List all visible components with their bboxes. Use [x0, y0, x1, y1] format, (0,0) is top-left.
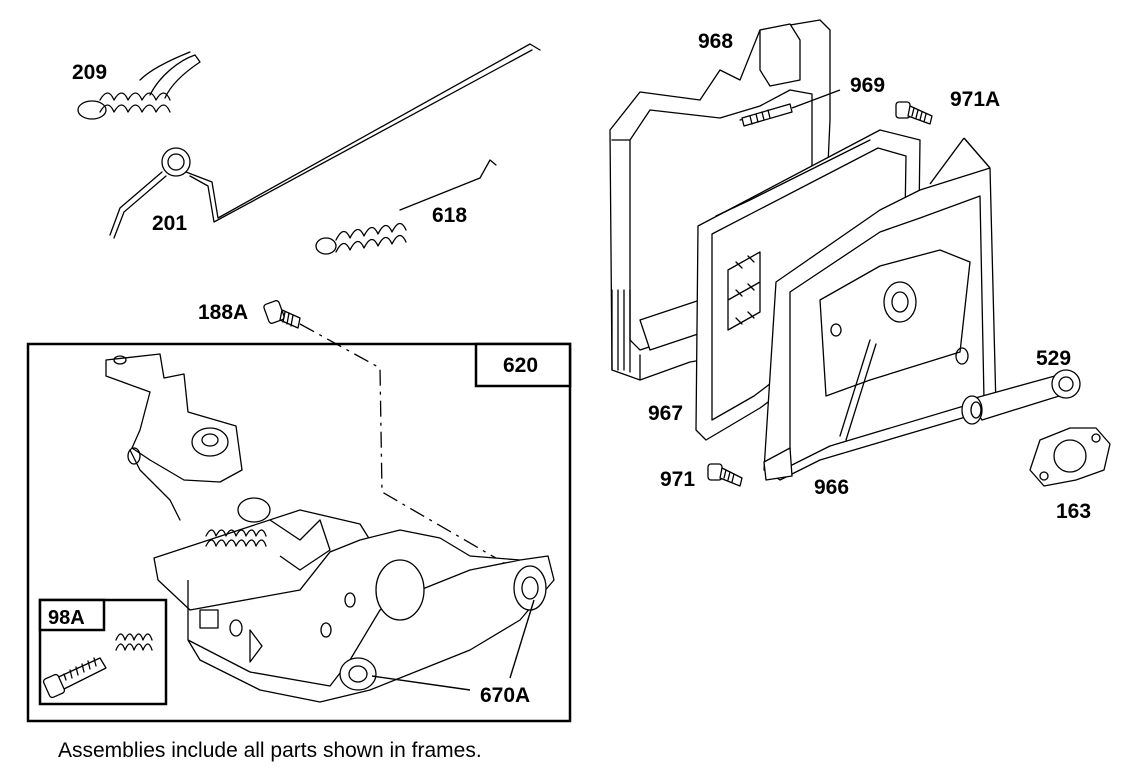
screw-188A [263, 300, 301, 329]
label-968: 968 [698, 30, 733, 53]
leader-969 [791, 89, 841, 109]
leader-670A-b [371, 675, 471, 691]
label-529: 529 [1036, 347, 1071, 370]
label-188A: 188A [198, 301, 248, 324]
frame-98A-tag [38, 598, 106, 632]
rod-201 [109, 43, 541, 239]
gasket-163 [1029, 427, 1111, 487]
stud-969 [741, 103, 793, 127]
footnote: Assemblies include all parts shown in fr… [58, 739, 482, 762]
label-98A: 98A [48, 607, 85, 629]
screw-971 [707, 463, 743, 487]
screw-and-spring-98A [42, 633, 153, 699]
spring-209 [77, 51, 201, 120]
label-163: 163 [1056, 500, 1091, 523]
label-971: 971 [660, 468, 695, 491]
label-967: 967 [648, 402, 683, 425]
label-969: 969 [850, 74, 885, 97]
leader-670A-a [509, 599, 535, 679]
elbow-529 [961, 369, 1081, 425]
label-670A: 670A [480, 684, 530, 707]
frame-620-tag [474, 342, 572, 388]
frame-620 [26, 342, 572, 723]
leader-971A [929, 137, 991, 185]
label-209: 209 [72, 61, 107, 84]
label-618: 618 [432, 204, 467, 227]
cover-966 [763, 167, 997, 481]
label-201: 201 [152, 212, 187, 235]
label-620: 620 [503, 354, 538, 377]
screw-971A [895, 101, 933, 125]
spring-618 [315, 159, 497, 255]
label-966: 966 [814, 476, 849, 499]
control-bracket-assembly [105, 353, 555, 703]
label-971A: 971A [950, 88, 1000, 111]
